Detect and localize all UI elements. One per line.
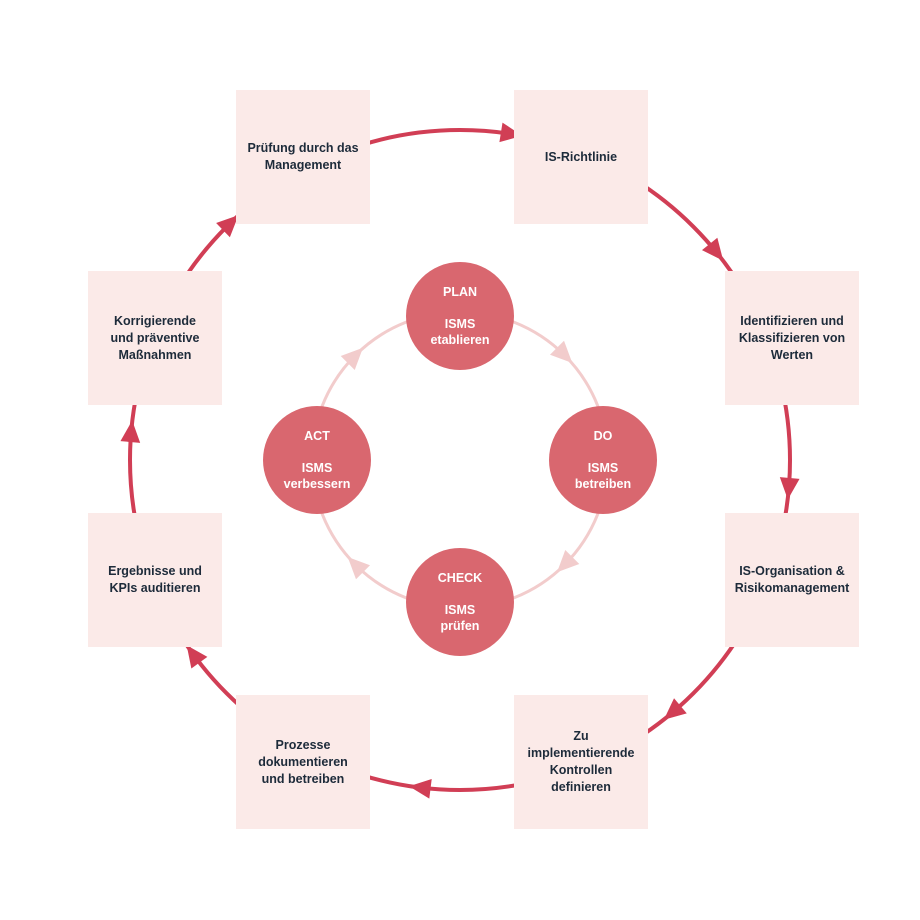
- step-is-organisation: IS-Organisation & Risikomanagement: [725, 513, 859, 647]
- step-label: Zu implementierende Kontrollen definiere…: [527, 729, 635, 794]
- inner-cycle-arrow: [340, 347, 363, 370]
- inner-cycle-arrow: [347, 557, 370, 580]
- outer-cycle-arrow: [701, 237, 724, 261]
- step-prozesse-dokumentieren: Prozesse dokumentieren und betreiben: [236, 695, 370, 829]
- phase-title: CHECK: [437, 571, 483, 585]
- step-label: Korrigierende und präventive Maßnahmen: [110, 313, 200, 362]
- phase-title: ACT: [304, 429, 330, 443]
- phase-description: ISMS prüfen: [440, 603, 480, 633]
- outer-cycle-arrow: [409, 779, 432, 799]
- step-kontrollen-definieren: Zu implementierende Kontrollen definiere…: [514, 695, 648, 829]
- step-is-richtlinie: IS-Richtlinie: [514, 90, 648, 224]
- phase-do: DO ISMS betreiben: [549, 406, 657, 514]
- outer-cycle-ring: [128, 128, 792, 792]
- step-identifizieren-klassifizieren: Identifizieren und Klassifizieren von We…: [725, 271, 859, 405]
- outer-cycle-arrow: [663, 698, 687, 720]
- phase-description: ISMS betreiben: [574, 461, 632, 491]
- step-korrigierende-massnahmen: Korrigierende und präventive Maßnahmen: [88, 271, 222, 405]
- step-ergebnisse-auditieren: Ergebnisse und KPIs auditieren: [88, 513, 222, 647]
- outer-cycle-arrow: [216, 215, 239, 238]
- outer-cycle-arrow: [779, 477, 800, 500]
- step-label: Identifizieren und Klassifizieren von We…: [738, 313, 846, 362]
- phase-check: CHECK ISMS prüfen: [406, 548, 514, 656]
- inner-cycle-arrow: [550, 340, 573, 363]
- inner-cycle-arrow: [557, 550, 580, 573]
- step-label: Prüfung durch das Management: [247, 141, 359, 172]
- step-label: Ergebnisse und KPIs auditieren: [108, 564, 202, 595]
- phase-description: ISMS etablieren: [430, 317, 490, 347]
- phase-act: ACT ISMS verbessern: [263, 406, 371, 514]
- outer-cycle-arrow: [120, 420, 141, 443]
- step-label: IS-Richtlinie: [544, 149, 618, 164]
- phase-plan: PLAN ISMS etablieren: [406, 262, 514, 370]
- step-label: IS-Organisation & Risikomanagement: [734, 564, 850, 595]
- step-pruefung-management: Prüfung durch das Management: [236, 90, 370, 224]
- phase-title: PLAN: [442, 285, 478, 299]
- outer-cycle-arrow: [186, 645, 208, 669]
- phase-title: DO: [593, 429, 613, 443]
- step-label: Prozesse dokumentieren und betreiben: [258, 737, 348, 786]
- phase-description: ISMS verbessern: [283, 461, 351, 491]
